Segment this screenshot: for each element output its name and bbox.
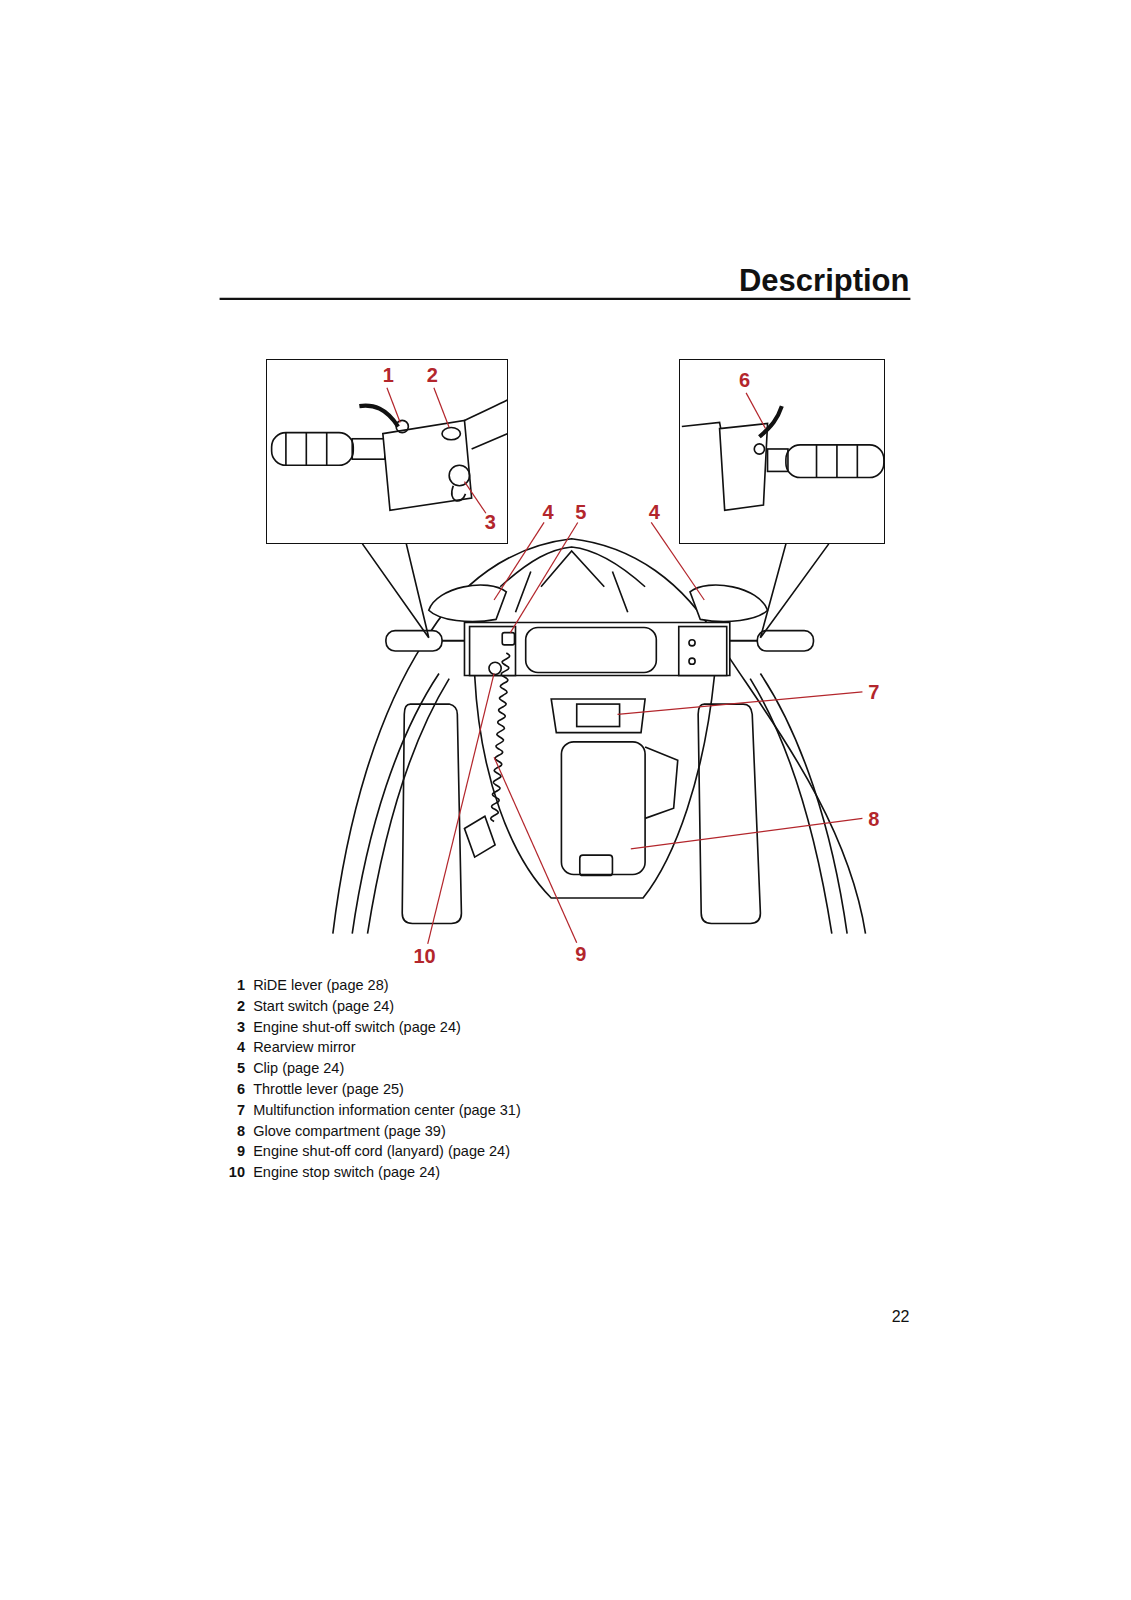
mirror [429,585,507,622]
nose-line [516,571,628,612]
legend-number: 9 [237,1143,245,1160]
leader-line [494,522,544,600]
throttle-lever [759,406,781,437]
side-panel [645,747,678,818]
hull-line [750,679,832,934]
inset-pointer [362,544,428,638]
legend-number: 8 [237,1123,245,1140]
legend-number: 2 [237,998,245,1015]
grip [786,445,884,478]
info-center-bezel [551,699,645,733]
hull-line [368,679,450,934]
callout-number: 6 [739,369,750,392]
leader-line [746,393,765,429]
leader-line [510,522,577,632]
shutoff-switch [449,465,469,485]
part-name: Engine shut-off switch (page 24) [253,1019,461,1036]
mirror [690,585,768,622]
glove-handle [580,855,613,875]
legend-number: 10 [229,1164,245,1181]
part-name: Throttle lever (page 25) [253,1081,404,1098]
callout-number: 3 [485,511,496,534]
legend-number: 7 [237,1102,245,1119]
legend-number: 3 [237,1019,245,1036]
lanyard-clip [464,816,495,857]
part-name: Engine shut-off cord (lanyard) (page 24) [253,1143,510,1160]
callout-number: 1 [383,364,394,387]
leader-line [428,673,494,943]
callout-number: 5 [575,501,586,524]
inset-pointer [760,544,828,638]
bar [464,400,507,449]
leader-line [387,388,400,423]
info-center [577,704,620,726]
part-name: Start switch (page 24) [253,998,394,1015]
switch-housing [679,627,727,676]
switch-button [689,658,695,664]
grip [272,433,354,466]
leader-line [618,692,863,714]
legend-number: 6 [237,1081,245,1098]
inset-frame: 6 [679,359,885,544]
footwell [402,704,461,923]
callout-number: 4 [543,501,554,524]
part-name: Clip (page 24) [253,1060,344,1077]
part-name: Rearview mirror [253,1039,355,1056]
part-name: RiDE lever (page 28) [253,977,388,994]
console [464,622,729,675]
inset-frame: 1 2 3 [266,359,508,544]
legend-number: 4 [237,1039,245,1056]
display [526,628,657,673]
bar [682,422,723,438]
grip [386,631,442,651]
switch-housing [383,420,472,510]
grip-ribs [286,433,327,466]
leader-line [434,388,449,428]
part-name: Multifunction information center (page 3… [253,1102,521,1119]
footwell [698,704,760,923]
callout-number: 7 [868,681,879,704]
part-name: Engine stop switch (page 24) [253,1164,440,1181]
leader-line [464,482,485,514]
leader-line [651,522,704,600]
leader-line [494,757,577,943]
callout-number: 4 [649,501,660,524]
stop-switch [489,662,501,674]
callout-number: 8 [868,807,879,830]
clip [502,633,514,645]
leader-lines [387,388,863,944]
grip-ribs [817,445,858,478]
lever-pivot [754,444,764,454]
page-number: 22 [892,1308,910,1326]
ride-lever [359,406,398,427]
nose-line [500,547,645,587]
shutoff-clip [452,486,466,501]
bar [352,439,385,459]
lever-pivot [396,420,408,432]
nose-vent [541,551,604,587]
callout-number: 10 [414,945,436,968]
callout-number: 2 [427,364,438,387]
start-switch [442,428,460,440]
leader-line [631,818,863,849]
legend-number: 1 [237,977,245,994]
lanyard-coil [491,653,510,821]
page-title: Description [739,263,910,299]
part-name: Glove compartment (page 39) [253,1123,446,1140]
callout-number: 9 [575,943,586,966]
legend-number: 5 [237,1060,245,1077]
switch-button [689,640,695,646]
bar [768,449,788,471]
grip [757,631,813,651]
hull-outline [333,539,866,934]
